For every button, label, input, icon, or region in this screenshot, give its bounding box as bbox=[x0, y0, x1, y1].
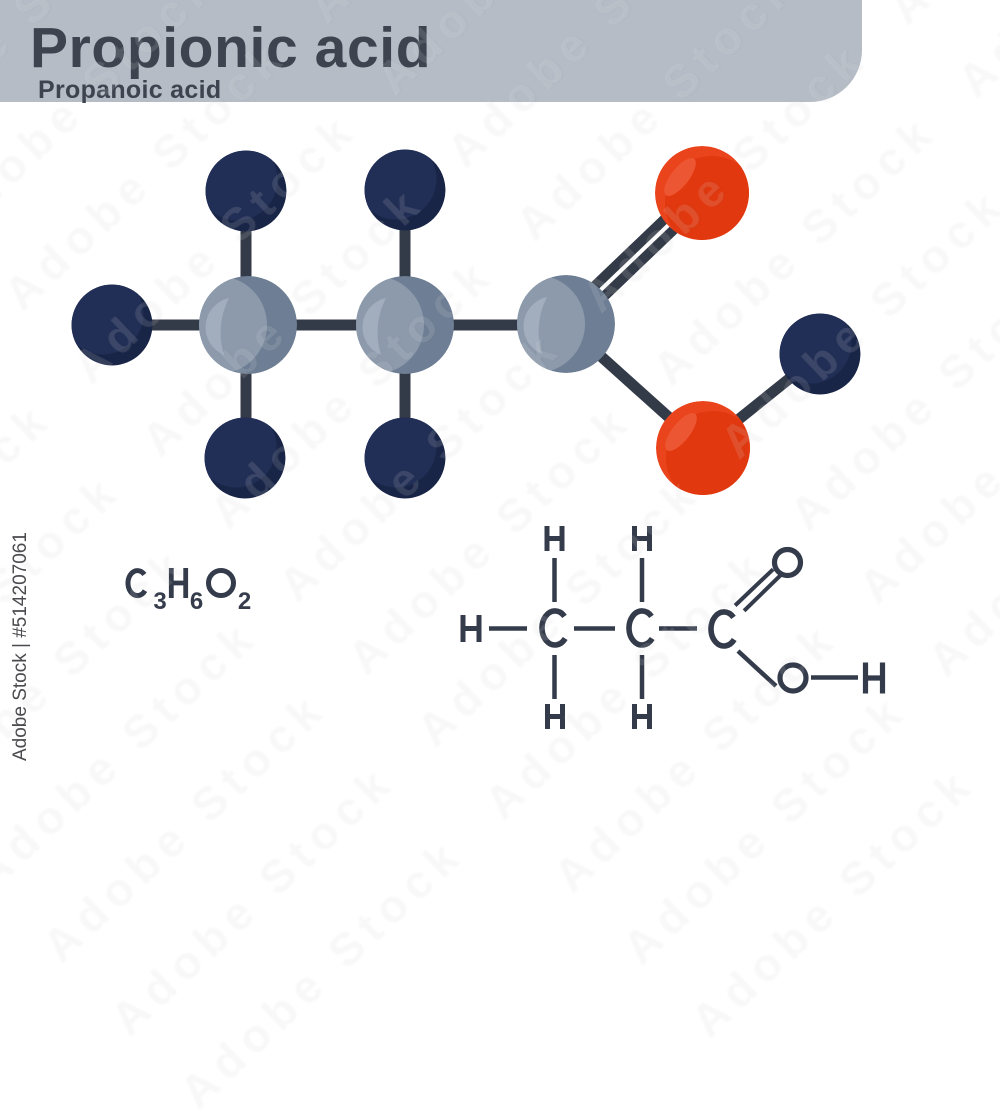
svg-text:3: 3 bbox=[153, 588, 166, 615]
svg-text:6: 6 bbox=[190, 588, 203, 615]
svg-text:2: 2 bbox=[238, 588, 251, 615]
